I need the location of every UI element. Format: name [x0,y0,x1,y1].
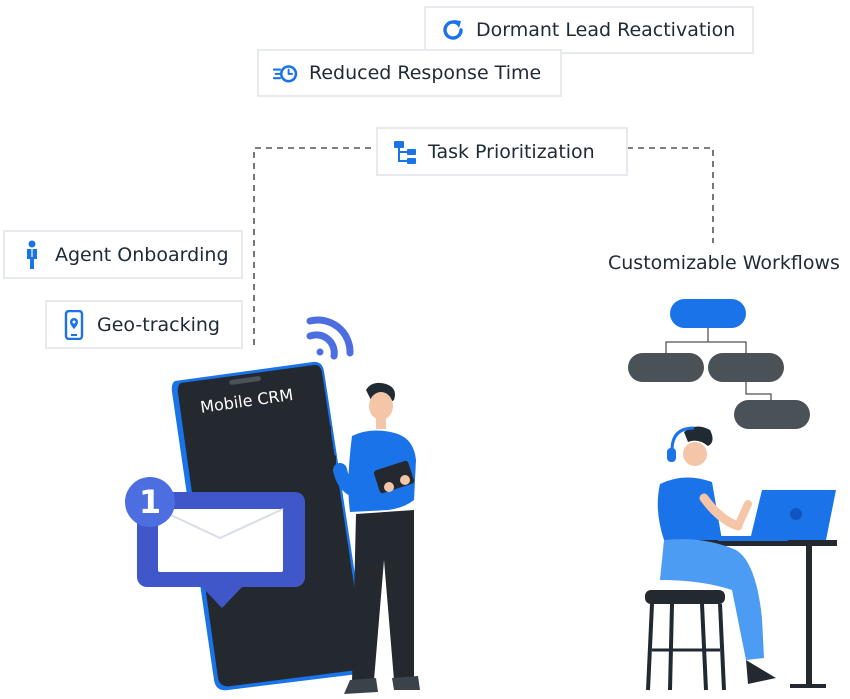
tag-label: Dormant Lead Reactivation [476,19,736,41]
refresh-icon [440,17,466,43]
tag-reduced-response-time: Reduced Response Time [257,49,562,97]
workflow-node [734,400,810,429]
workflows-title: Customizable Workflows [608,252,840,274]
tag-geo-tracking: Geo-tracking [45,300,243,349]
tag-label: Geo-tracking [97,313,220,336]
notification-count: 1 [138,483,162,521]
workflow-diagram [628,299,810,429]
wifi-icon [306,316,354,360]
hierarchy-icon [392,139,418,165]
tag-label: Task Prioritization [428,140,595,163]
tag-task-prioritization: Task Prioritization [376,127,628,176]
message-notification [125,477,305,608]
tag-agent-onboarding: Agent Onboarding [3,230,243,279]
phone-pin-icon [61,309,87,340]
tag-label: Reduced Response Time [309,62,542,84]
workflow-node-root [670,299,746,328]
person-icon [19,240,45,269]
tag-dormant-lead-reactivation: Dormant Lead Reactivation [424,6,754,54]
tag-label: Agent Onboarding [55,243,229,266]
workflow-node [628,353,704,382]
man-figure [333,382,420,694]
workflow-node [708,353,784,382]
fast-clock-icon [273,60,299,86]
woman-at-desk [645,426,837,691]
